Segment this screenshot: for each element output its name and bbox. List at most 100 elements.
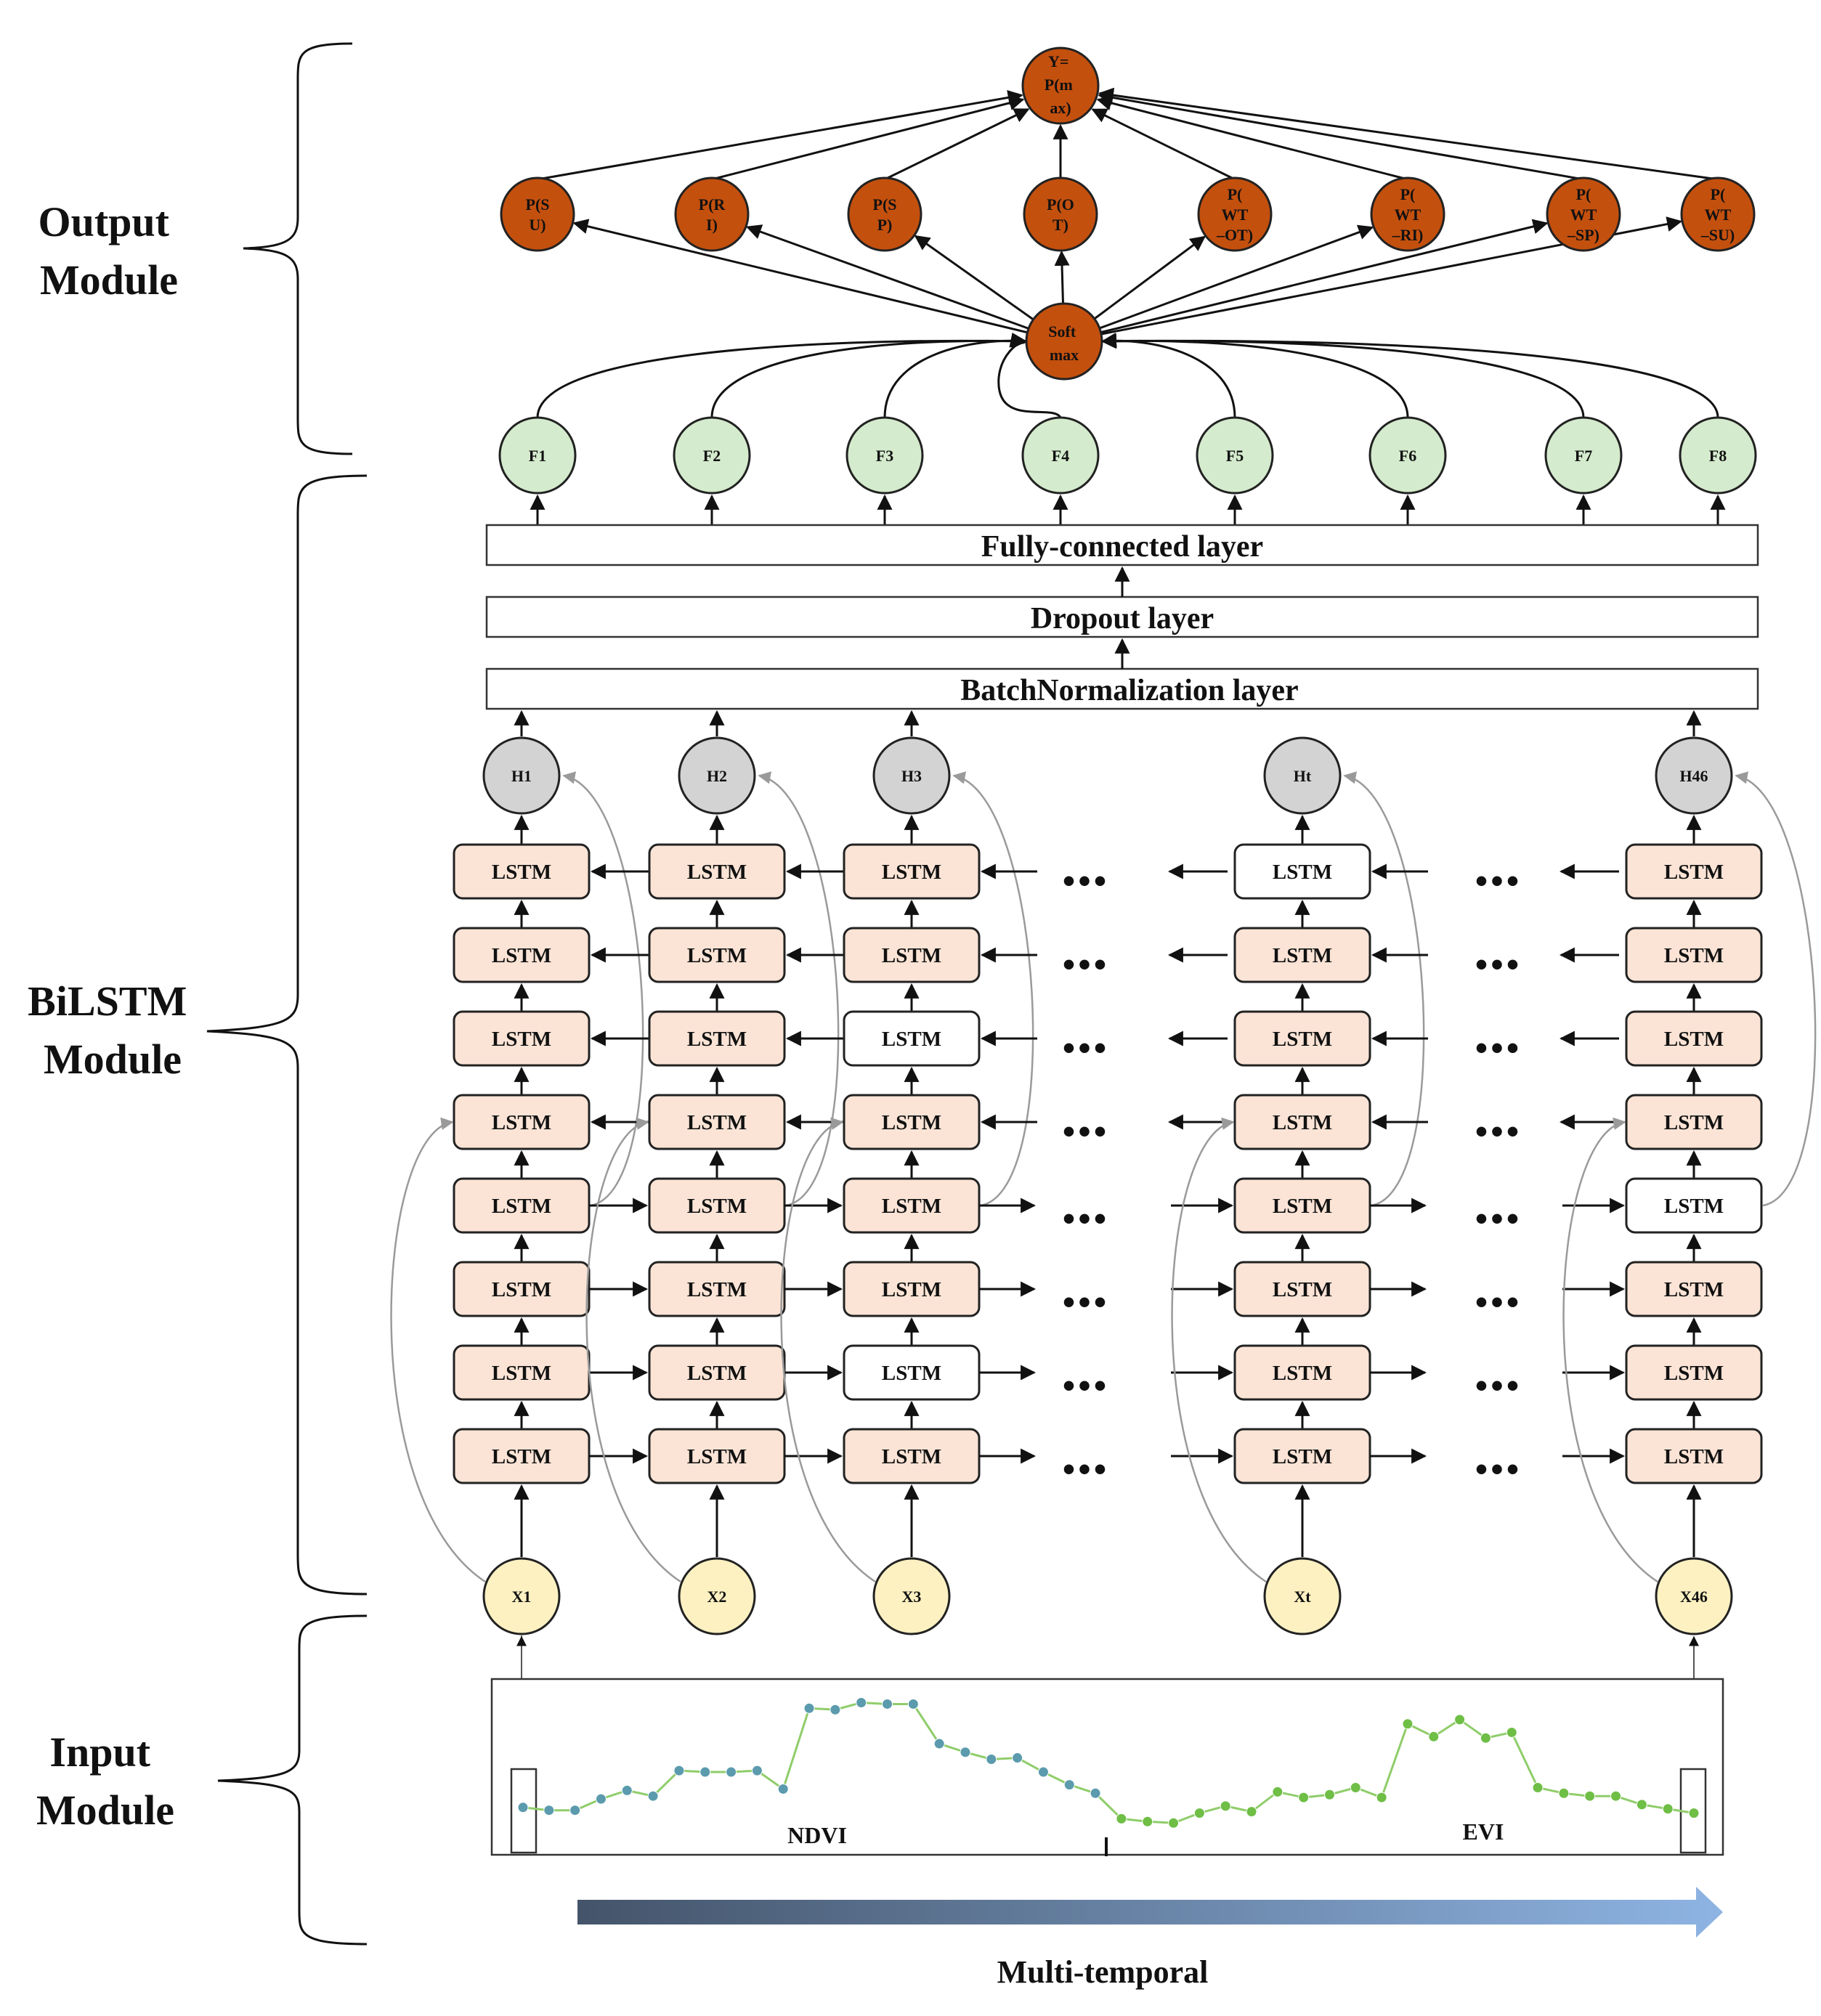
ndvi-point	[543, 1805, 555, 1816]
lstm-cell-label: LSTM	[882, 944, 941, 967]
feature-node-label: F6	[1399, 447, 1416, 465]
hidden-node: H1	[482, 736, 561, 815]
input-node-label: Xt	[1294, 1588, 1311, 1606]
softmax-to-prob-edge	[914, 235, 1034, 321]
feature-node-label: F4	[1052, 447, 1069, 465]
module-labels: Output Module BiLSTM Module Input Module	[28, 198, 187, 1834]
feature-node-label: F7	[1575, 447, 1592, 465]
hidden-node: Ht	[1263, 736, 1342, 815]
lstm-cell: LSTM	[648, 927, 786, 983]
lstm-cell-label: LSTM	[1273, 1445, 1332, 1468]
ellipsis: •••	[1063, 861, 1110, 901]
series-line	[522, 1701, 1695, 1824]
ellipsis: •••	[1063, 1449, 1110, 1489]
lstm-cell: LSTM	[453, 927, 591, 983]
ellipsis: •••	[1063, 1028, 1110, 1068]
feature-to-softmax-curve	[710, 333, 1028, 418]
output-module-brace	[243, 42, 353, 455]
evi-label: EVI	[1463, 1818, 1504, 1845]
evi-point	[1584, 1790, 1596, 1802]
lstm-cell-label: LSTM	[687, 1195, 747, 1218]
lstm-cell: LSTM	[1625, 843, 1763, 900]
hidden-node-label: H3	[901, 767, 922, 785]
lstm-cell-label: LSTM	[492, 944, 551, 967]
lstm-cell: LSTM	[1233, 843, 1371, 900]
lstm-cell-label: LSTM	[1273, 861, 1332, 884]
lstm-cell: LSTM	[1625, 1428, 1763, 1484]
ellipsis: •••	[1063, 1198, 1110, 1239]
lstm-cell: LSTM	[648, 1010, 786, 1067]
evi-point	[1480, 1732, 1491, 1744]
feature-node: F5	[1196, 416, 1274, 495]
dropout-layer-box	[485, 596, 1759, 638]
feature-node: F6	[1368, 416, 1447, 495]
lstm-cell: LSTM	[453, 1261, 591, 1317]
lstm-cell-label: LSTM	[687, 1278, 747, 1301]
fully-connected-layer-box	[485, 524, 1759, 566]
ndvi-point	[803, 1702, 815, 1714]
lstm-cell: LSTM	[1233, 1261, 1371, 1317]
lstm-cell: LSTM	[453, 1010, 591, 1067]
ndvi-point	[1063, 1779, 1075, 1791]
softmax-to-prob-edge	[1100, 219, 1549, 334]
lstm-cell: LSTM	[648, 1428, 786, 1484]
lstm-cell-label: LSTM	[1664, 1028, 1724, 1051]
lstm-cell-label: LSTM	[1664, 944, 1724, 967]
softmax-node: Soft max	[1025, 302, 1103, 381]
lstm-cell-label: LSTM	[492, 1362, 551, 1385]
evi-point	[1558, 1787, 1570, 1799]
input-skip-curve	[780, 1117, 876, 1583]
feature-node-label: F5	[1226, 447, 1244, 465]
hidden-skip-curve	[1343, 771, 1425, 1207]
prob-to-output-edge	[1098, 87, 1719, 181]
series-plot	[517, 1697, 1700, 1829]
lstm-cell: LSTM	[1625, 1177, 1763, 1234]
evi-point	[1402, 1718, 1414, 1730]
lstm-cell-label: LSTM	[1273, 1028, 1332, 1051]
hidden-node: H2	[678, 736, 756, 815]
dropout-layer-label: Dropout layer	[1031, 602, 1214, 635]
hidden-node-label: H1	[511, 767, 532, 785]
probability-node-label: P(WT–SU)	[1700, 185, 1735, 244]
ndvi-point	[933, 1738, 945, 1749]
ndvi-label: NDVI	[787, 1822, 847, 1848]
evi-point	[1246, 1806, 1257, 1818]
hidden-node-label: H2	[707, 767, 727, 785]
evi-point	[1193, 1808, 1205, 1819]
output-module-edges	[537, 87, 1719, 336]
ellipsis: •••	[1063, 1365, 1110, 1406]
feature-to-softmax-edges	[536, 333, 1719, 418]
ndvi-point	[726, 1766, 737, 1778]
output-module-label: Output Module	[38, 198, 179, 304]
lstm-cell: LSTM	[648, 1344, 786, 1401]
lstm-cell: LSTM	[648, 843, 786, 900]
ndvi-point	[647, 1790, 659, 1802]
evi-point	[1116, 1813, 1127, 1824]
lstm-cell: LSTM	[453, 1094, 591, 1150]
lstm-cell-label: LSTM	[1273, 944, 1332, 967]
lstm-cell-label: LSTM	[1273, 1111, 1332, 1134]
probability-node: P(WT–SU)	[1680, 176, 1756, 252]
softmax-to-prob-edge	[1099, 224, 1374, 330]
lstm-cell-label: LSTM	[687, 944, 747, 967]
hidden-node: H3	[872, 736, 951, 815]
ndvi-point	[1090, 1787, 1101, 1799]
lstm-cell: LSTM	[843, 1261, 981, 1317]
lstm-cell-label: LSTM	[687, 1362, 747, 1385]
evi-point	[1272, 1786, 1283, 1797]
lstm-cell: LSTM	[453, 1344, 591, 1401]
evi-point	[1532, 1782, 1544, 1793]
lstm-cell: LSTM	[843, 927, 981, 983]
evi-point	[1142, 1816, 1153, 1827]
probability-node-label: P(WT–RI)	[1392, 185, 1424, 244]
lstm-cell: LSTM	[843, 843, 981, 900]
lstm-cell-label: LSTM	[492, 1111, 551, 1134]
feature-node: F8	[1679, 416, 1757, 495]
lstm-cell: LSTM	[843, 1177, 981, 1234]
